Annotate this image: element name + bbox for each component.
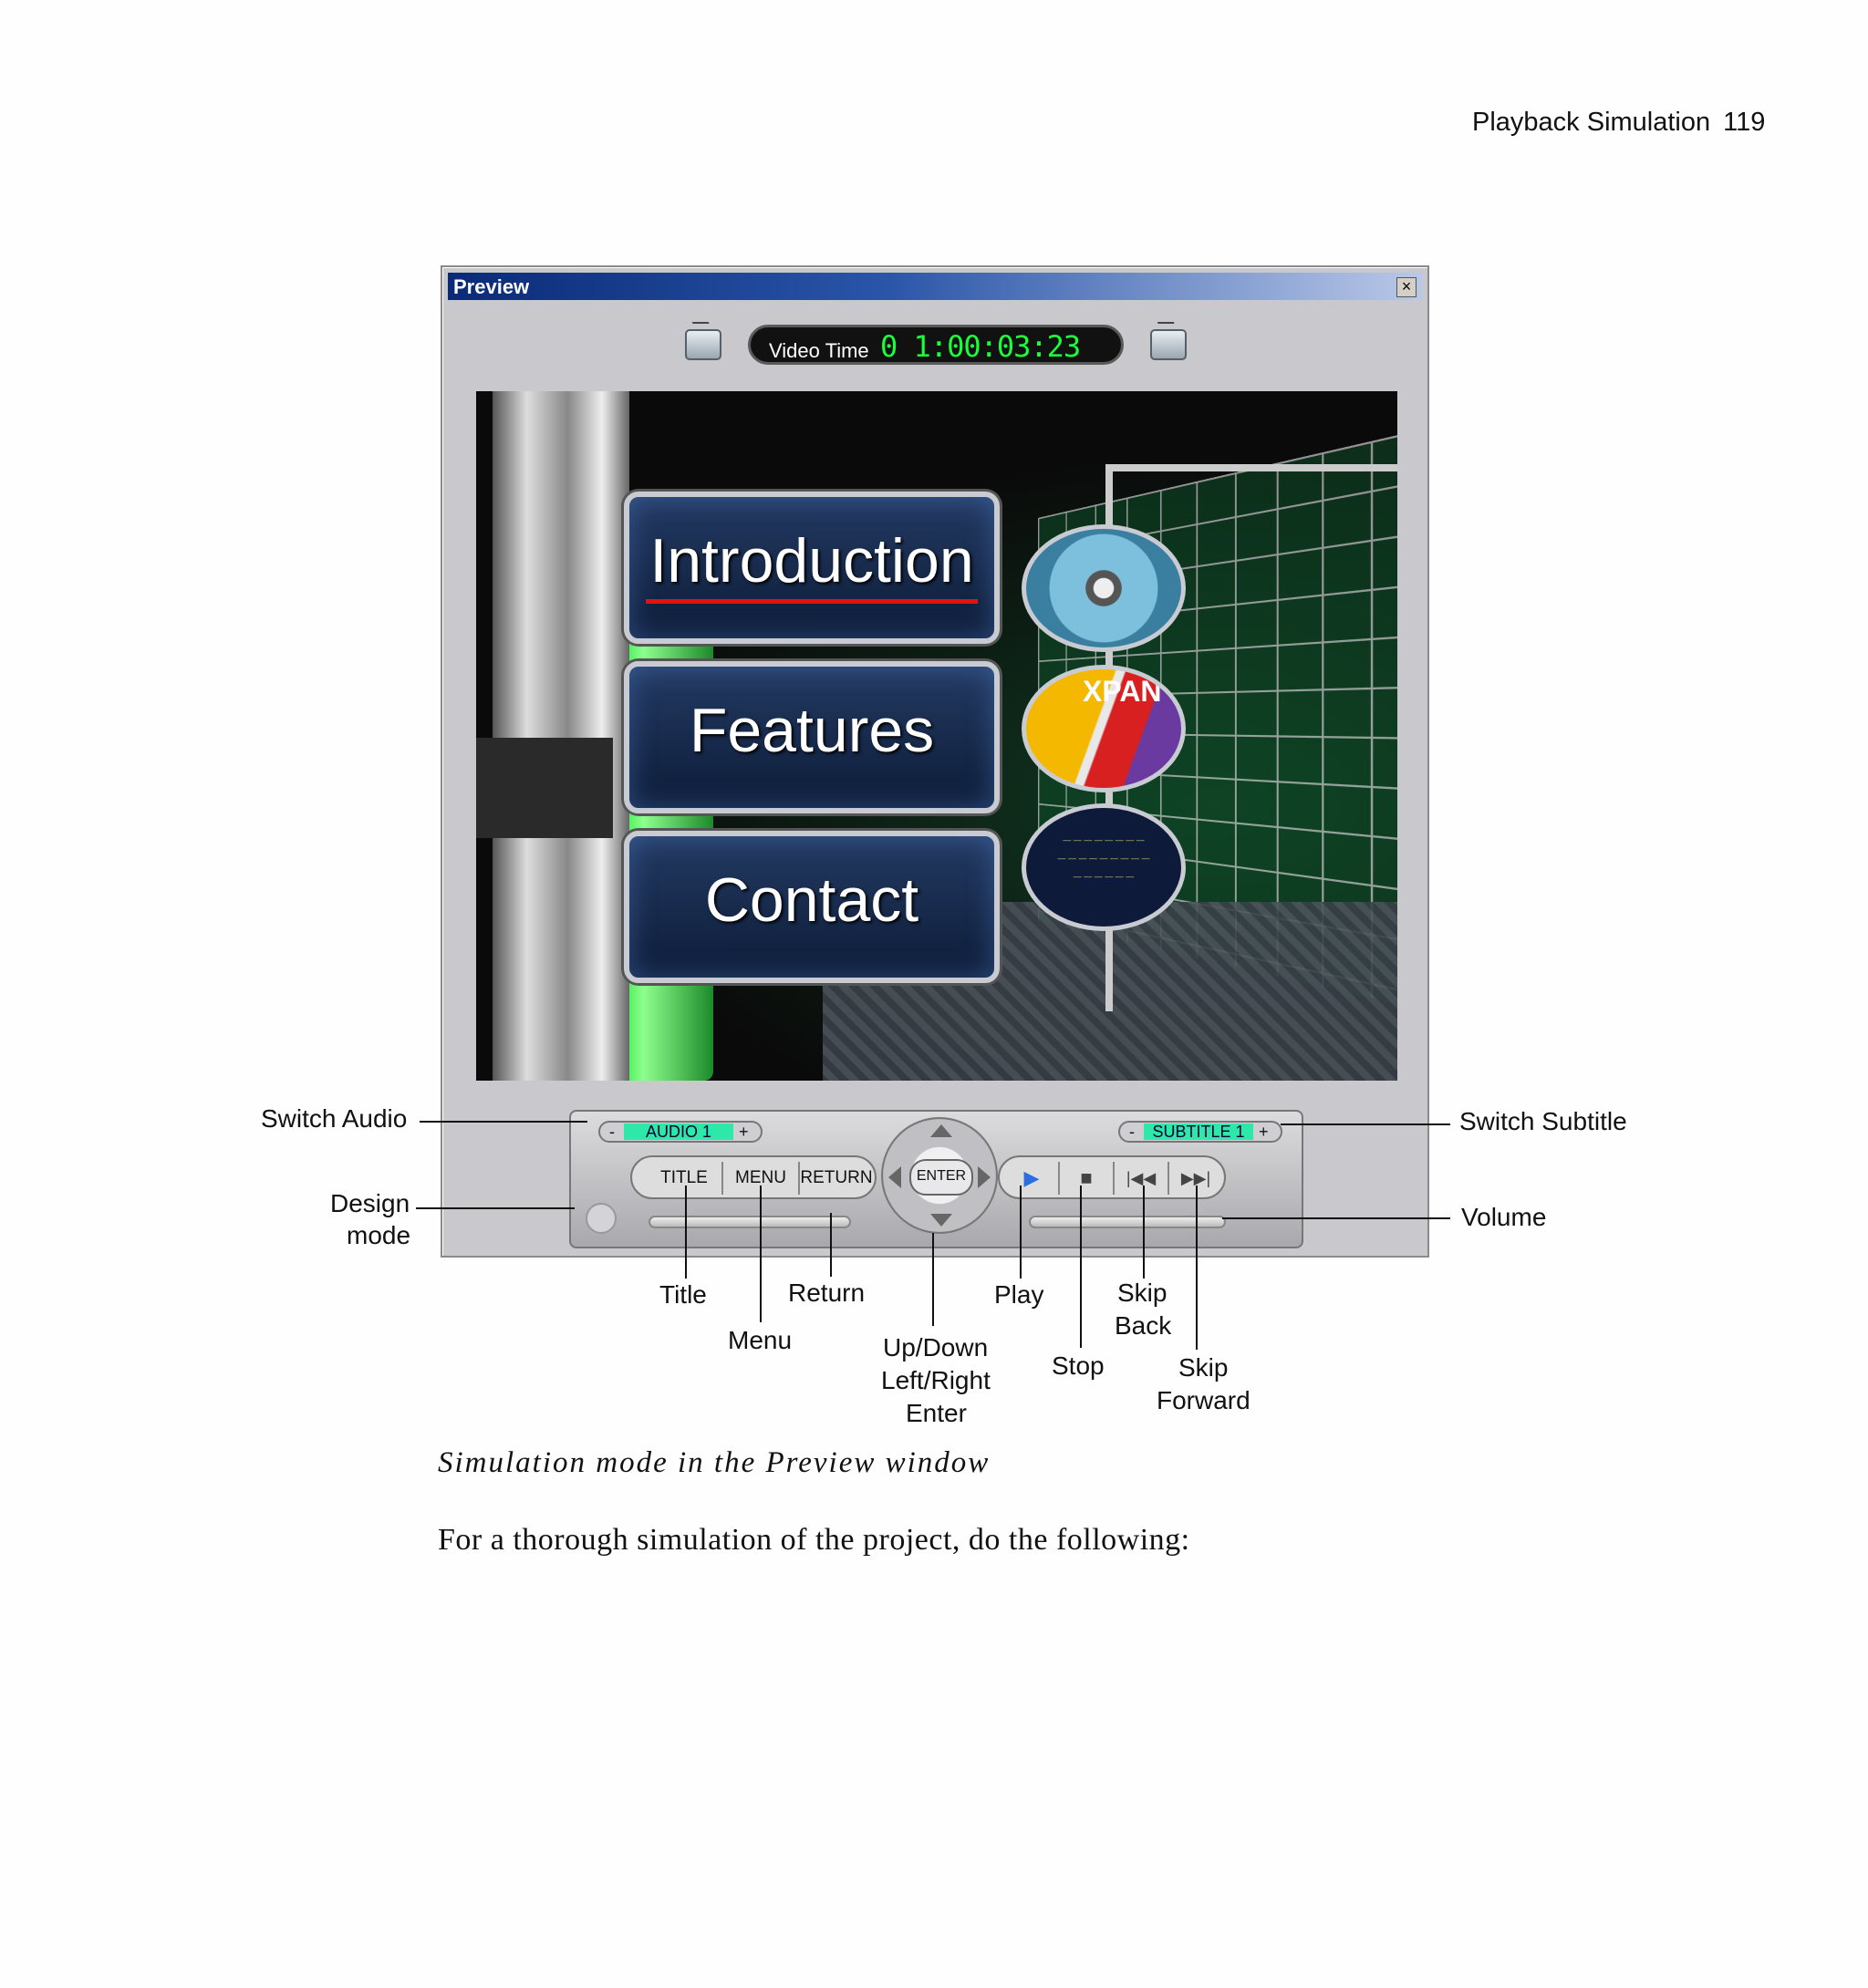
left-arrow-button[interactable] bbox=[888, 1166, 901, 1188]
video-time-value: 0 1:00:03:23 bbox=[880, 329, 1081, 364]
menu-button-label: Features bbox=[689, 696, 935, 765]
play-button[interactable]: ▶ bbox=[1005, 1162, 1060, 1195]
audio-switch: - AUDIO 1 + bbox=[598, 1121, 763, 1143]
pillar-band bbox=[476, 738, 613, 838]
video-time-display: Video Time 0 1:00:03:23 bbox=[748, 325, 1124, 365]
disc-image-1 bbox=[1022, 524, 1186, 652]
callout-skip-forward-1: Skip bbox=[1178, 1353, 1229, 1382]
menu-button[interactable]: MENU bbox=[723, 1162, 800, 1195]
menu-button-label: Contact bbox=[704, 865, 919, 935]
close-button[interactable]: × bbox=[1396, 277, 1417, 297]
direction-pad: ENTER bbox=[881, 1117, 998, 1234]
subtitle-minus-button[interactable]: - bbox=[1129, 1123, 1135, 1141]
playback-button-group: ▶ ■ |◀◀ ▶▶| bbox=[998, 1155, 1226, 1199]
menu-button-features[interactable]: Features bbox=[624, 661, 1000, 813]
callout-design-1: Design bbox=[330, 1189, 410, 1217]
leader-line bbox=[420, 1121, 587, 1123]
callout-skip-back-1: Skip bbox=[1117, 1279, 1168, 1307]
leader-line bbox=[1143, 1186, 1145, 1279]
menu-button-label: Introduction bbox=[649, 526, 974, 595]
callout-stop: Stop bbox=[1052, 1351, 1105, 1380]
disc-image-2: XPAN bbox=[1022, 665, 1186, 792]
page-number: 119 bbox=[1723, 108, 1766, 137]
section-title: Playback Simulation bbox=[1472, 108, 1711, 137]
menu-button-contact[interactable]: Contact bbox=[624, 831, 1000, 983]
tv-right-icon[interactable] bbox=[1147, 322, 1188, 364]
video-time-label: Video Time bbox=[769, 339, 869, 362]
return-button[interactable]: RETURN bbox=[800, 1168, 873, 1187]
nav-button-group: TITLE MENU RETURN bbox=[630, 1155, 877, 1199]
video-preview[interactable]: Introduction Features Contact XPAN — — —… bbox=[476, 391, 1397, 1081]
down-arrow-button[interactable] bbox=[930, 1214, 952, 1227]
callout-nav-2: Left/Right bbox=[881, 1366, 991, 1394]
window-title: Preview bbox=[453, 275, 530, 298]
rail-top bbox=[1105, 464, 1397, 471]
skip-forward-button[interactable]: ▶▶| bbox=[1180, 1169, 1211, 1187]
menu-button-introduction[interactable]: Introduction bbox=[624, 492, 1000, 644]
callout-menu: Menu bbox=[728, 1326, 793, 1354]
callout-nav-1: Up/Down bbox=[883, 1333, 989, 1362]
title-button[interactable]: TITLE bbox=[647, 1162, 723, 1195]
callout-skip-forward-2: Forward bbox=[1157, 1386, 1251, 1414]
preview-window: Preview × Video Time 0 1:00:03:23 Introd… bbox=[441, 265, 1429, 1258]
leader-line bbox=[1196, 1186, 1198, 1350]
subtitle-plus-button[interactable]: + bbox=[1259, 1123, 1269, 1141]
callout-design-2: mode bbox=[347, 1221, 411, 1249]
running-header: Playback Simulation 119 bbox=[1472, 108, 1765, 138]
remote-control-panel: - AUDIO 1 + - SUBTITLE 1 + TITLE MENU RE… bbox=[569, 1110, 1303, 1248]
body-text: For a thorough simulation of the project… bbox=[438, 1523, 1190, 1557]
callout-volume: Volume bbox=[1461, 1203, 1547, 1231]
leader-line bbox=[932, 1233, 934, 1326]
figure-caption: Simulation mode in the Preview window bbox=[438, 1446, 991, 1479]
subtitle-switch: - SUBTITLE 1 + bbox=[1118, 1121, 1282, 1143]
disc-text: XPAN bbox=[1083, 675, 1162, 708]
leader-line bbox=[416, 1207, 575, 1209]
audio-minus-button[interactable]: - bbox=[609, 1123, 615, 1141]
callout-nav-3: Enter bbox=[906, 1399, 967, 1427]
callout-title: Title bbox=[659, 1280, 707, 1309]
metal-pillar bbox=[493, 391, 629, 1081]
enter-button[interactable]: ENTER bbox=[909, 1159, 973, 1196]
subtitle-display: SUBTITLE 1 bbox=[1144, 1123, 1253, 1141]
callout-return: Return bbox=[788, 1279, 866, 1307]
selection-underline bbox=[646, 599, 978, 604]
leader-line bbox=[1020, 1186, 1022, 1279]
audio-display: AUDIO 1 bbox=[624, 1123, 733, 1141]
title-bar[interactable]: Preview × bbox=[448, 273, 1422, 300]
callout-skip-back-2: Back bbox=[1115, 1311, 1172, 1340]
leader-line bbox=[760, 1186, 762, 1322]
design-mode-button[interactable] bbox=[586, 1203, 617, 1234]
seek-slider[interactable] bbox=[649, 1216, 851, 1228]
stop-button[interactable]: ■ bbox=[1060, 1162, 1115, 1195]
callout-play: Play bbox=[994, 1280, 1044, 1309]
leader-line bbox=[830, 1213, 832, 1277]
volume-slider[interactable] bbox=[1029, 1216, 1226, 1228]
leader-line bbox=[1281, 1123, 1450, 1125]
tv-left-icon[interactable] bbox=[681, 322, 723, 364]
callout-switch-audio: Switch Audio bbox=[261, 1104, 408, 1133]
audio-plus-button[interactable]: + bbox=[739, 1123, 749, 1141]
disc-image-3: — — — — — — — — — — — — — — — — — — — — … bbox=[1022, 803, 1186, 931]
skip-back-button[interactable]: |◀◀ bbox=[1115, 1162, 1169, 1195]
leader-line bbox=[685, 1186, 687, 1279]
right-arrow-button[interactable] bbox=[978, 1166, 991, 1188]
leader-line bbox=[1080, 1186, 1082, 1348]
leader-line bbox=[1222, 1217, 1450, 1219]
callout-switch-subtitle: Switch Subtitle bbox=[1459, 1107, 1627, 1135]
up-arrow-button[interactable] bbox=[930, 1124, 952, 1137]
